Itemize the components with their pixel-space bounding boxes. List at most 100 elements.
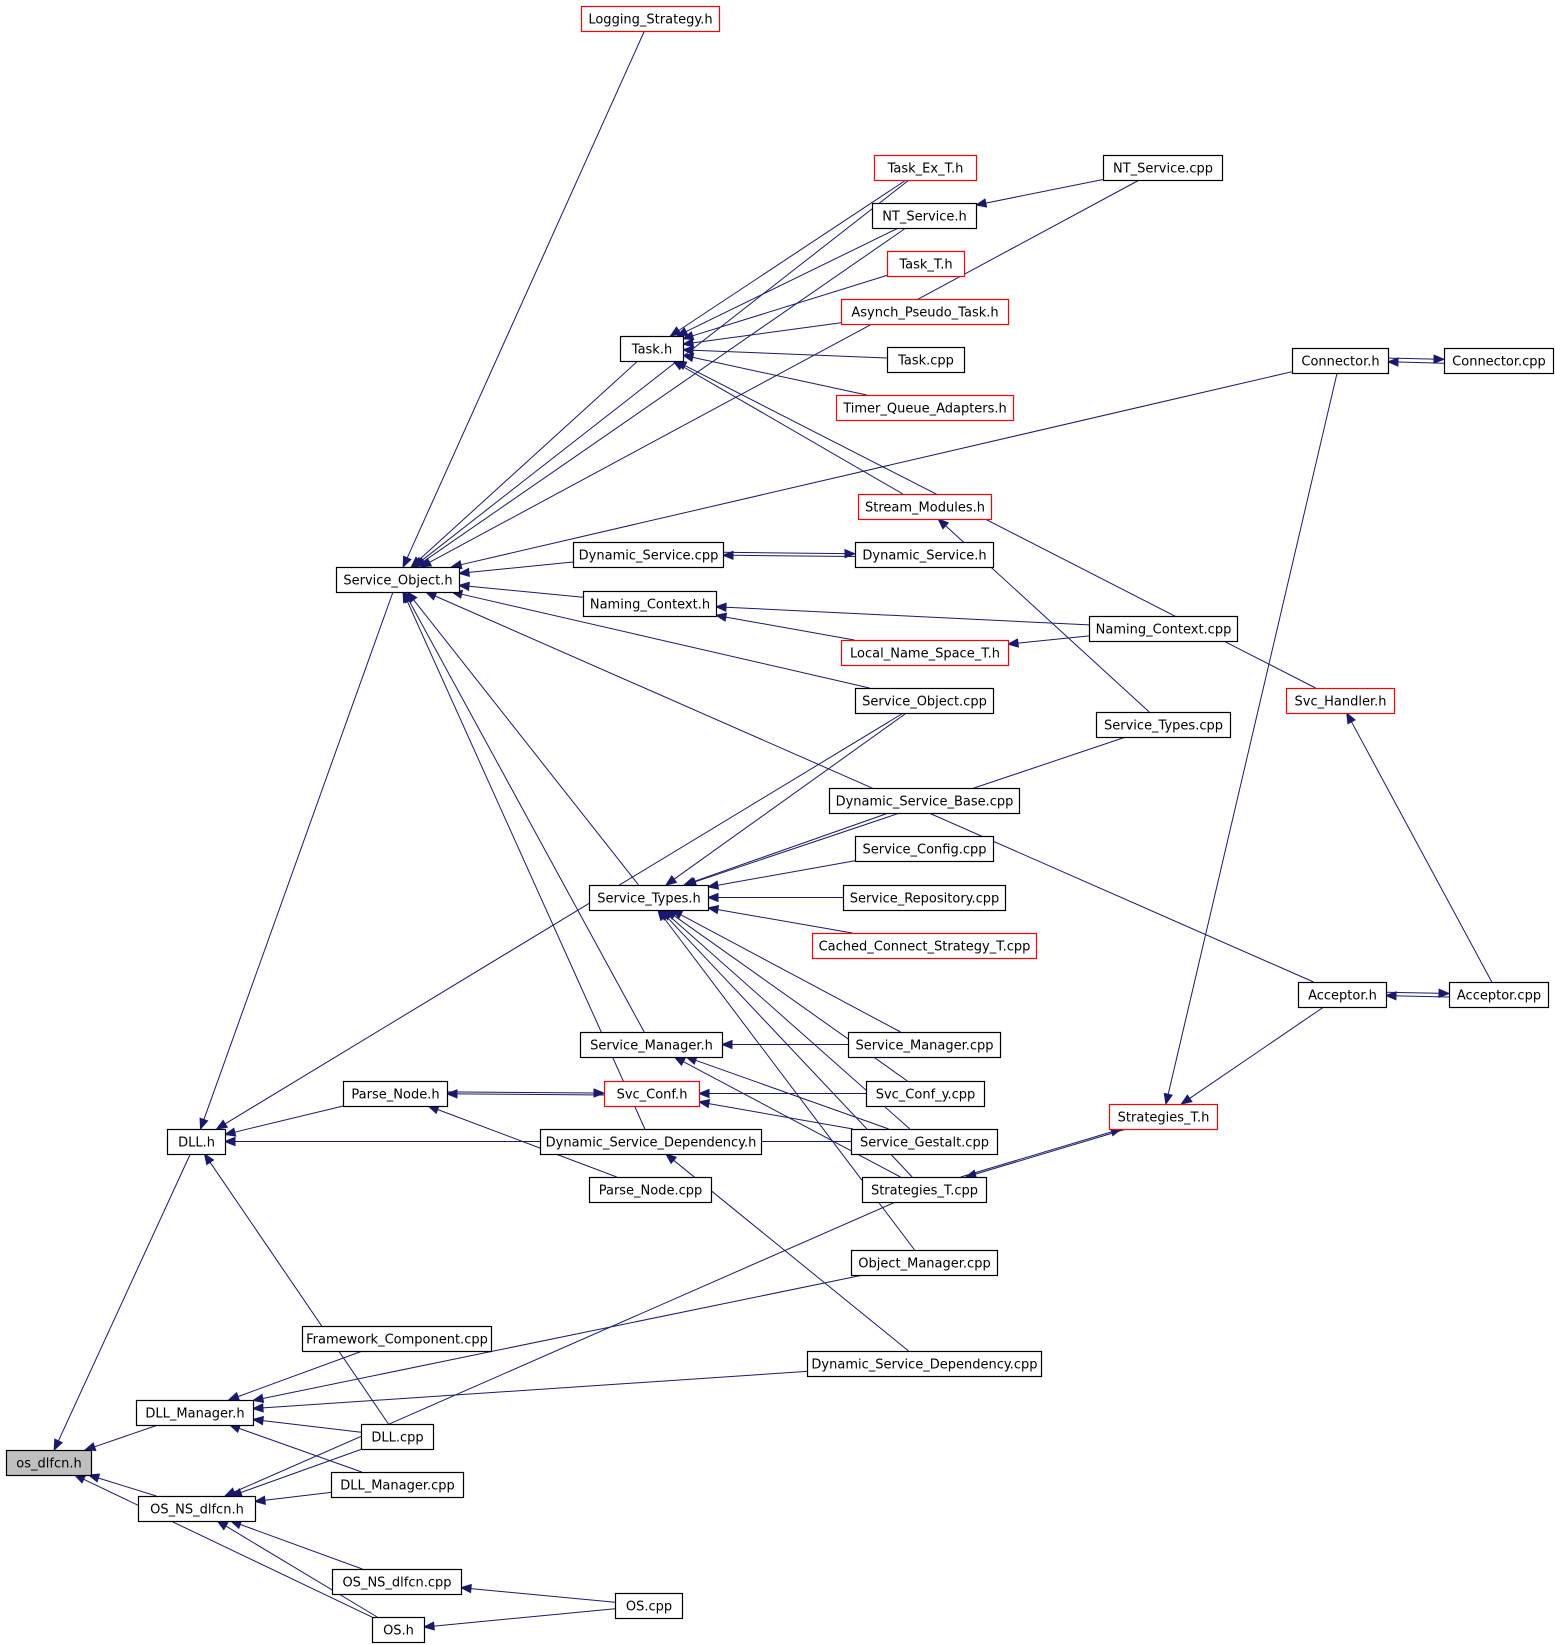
node-dll-cpp[interactable]: DLL.cpp	[360, 1423, 435, 1451]
arrowhead	[1438, 988, 1451, 999]
node-connector-cpp[interactable]: Connector.cpp	[1443, 347, 1555, 375]
node-service-manager-cpp[interactable]: Service_Manager.cpp	[847, 1031, 1002, 1059]
node-dynamic-service-dependency-cpp[interactable]: Dynamic_Service_Dependency.cpp	[806, 1350, 1043, 1378]
node-label: Service_Types.h	[597, 892, 701, 907]
arrowhead	[681, 345, 694, 355]
arrowhead	[251, 1393, 265, 1404]
node-label: Task.cpp	[897, 354, 954, 369]
node-label: Dynamic_Service_Dependency.cpp	[811, 1358, 1037, 1373]
node-dynamic-service-base-cpp[interactable]: Dynamic_Service_Base.cpp	[828, 787, 1021, 815]
node-service-manager-h[interactable]: Service_Manager.h	[579, 1031, 724, 1059]
edge-svc_conf_y_cpp-to-svc_conf_h	[697, 1088, 866, 1099]
node-service-config-cpp[interactable]: Service_Config.cpp	[854, 835, 995, 863]
node-parse-node-h[interactable]: Parse_Node.h	[342, 1080, 449, 1108]
node-object-manager-cpp[interactable]: Object_Manager.cpp	[850, 1249, 999, 1277]
node-framework-component-cpp[interactable]: Framework_Component.cpp	[301, 1325, 493, 1353]
edge-service_manager_cpp-to-service_manager_h	[720, 1039, 848, 1050]
node-box	[828, 787, 1021, 815]
node-strategies-t-cpp[interactable]: Strategies_T.cpp	[861, 1176, 988, 1204]
edge-line	[446, 1091, 595, 1094]
node-connector-h[interactable]: Connector.h	[1291, 347, 1390, 375]
node-svc-conf-y-cpp[interactable]: Svc_Conf_y.cpp	[865, 1080, 986, 1108]
node-box	[166, 1128, 227, 1156]
node-service-gestalt-cpp[interactable]: Service_Gestalt.cpp	[850, 1128, 999, 1156]
arrowhead	[706, 880, 720, 890]
arrowhead	[410, 556, 423, 568]
edge-service_gestalt_cpp-to-service_manager_h	[684, 1056, 889, 1130]
node-task-t-h[interactable]: Task_T.h	[886, 250, 966, 278]
node-label: Acceptor.cpp	[1457, 989, 1541, 1004]
node-label: Local_Name_Space_T.h	[850, 647, 1000, 662]
node-stream-modules-h[interactable]: Stream_Modules.h	[857, 493, 993, 521]
node-dynamic-service-cpp[interactable]: Dynamic_Service.cpp	[572, 541, 725, 569]
node-nt-service-cpp[interactable]: NT_Service.cpp	[1102, 154, 1224, 182]
arrowhead	[675, 327, 689, 337]
edge-service_object_cpp-to-service_types_h	[664, 712, 907, 886]
node-nt-service-h[interactable]: NT_Service.h	[871, 202, 978, 230]
node-task-ex-t-h[interactable]: Task_Ex_T.h	[873, 154, 978, 182]
edge-timer_queue_adapters_h-to-task_h	[681, 352, 867, 396]
edge-line	[683, 1061, 901, 1178]
arrowhead	[720, 1039, 733, 1050]
node-cached-connect-strategy-t-cpp[interactable]: Cached_Connect_Strategy_T.cpp	[811, 932, 1038, 960]
edge-service_manager_cpp-to-service_types_h	[670, 909, 901, 1033]
node-acceptor-h[interactable]: Acceptor.h	[1297, 981, 1388, 1009]
edge-line	[692, 274, 888, 337]
node-task-cpp[interactable]: Task.cpp	[886, 346, 966, 374]
edge-naming_context_cpp-to-naming_context_h	[714, 602, 1090, 626]
node-box	[1088, 615, 1239, 643]
edge-service_manager_h-to-service_object_h	[403, 590, 645, 1033]
node-box	[850, 1128, 999, 1156]
node-dll-manager-cpp[interactable]: DLL_Manager.cpp	[330, 1471, 465, 1499]
node-label: Svc_Conf_y.cpp	[876, 1088, 976, 1103]
edge-framework_component_cpp-to-dll_manager_h	[227, 1350, 363, 1401]
node-os-ns-dlfcn-h[interactable]: OS_NS_dlfcn.h	[137, 1495, 257, 1523]
arrowhead	[1163, 1092, 1173, 1106]
arrowhead	[215, 1119, 229, 1130]
node-service-types-cpp[interactable]: Service_Types.cpp	[1095, 711, 1232, 739]
node-dynamic-service-h[interactable]: Dynamic_Service.h	[854, 541, 995, 569]
node-label: OS_NS_dlfcn.cpp	[342, 1576, 451, 1591]
node-naming-context-cpp[interactable]: Naming_Context.cpp	[1088, 615, 1239, 643]
node-service-repository-cpp[interactable]: Service_Repository.cpp	[842, 884, 1007, 912]
node-strategies-t-h[interactable]: Strategies_T.h	[1108, 1103, 1219, 1131]
node-label: Parse_Node.cpp	[599, 1184, 703, 1199]
node-parse-node-cpp[interactable]: Parse_Node.cpp	[588, 1176, 713, 1204]
node-label: Task.h	[631, 343, 672, 358]
node-service-types-h[interactable]: Service_Types.h	[588, 884, 710, 912]
arrowhead	[697, 1088, 710, 1099]
edge-parse_node_h-to-dll_h	[223, 1105, 344, 1137]
node-os-h[interactable]: OS.h	[371, 1616, 426, 1644]
edge-line	[262, 1420, 362, 1433]
edge-line	[83, 1478, 373, 1618]
edge-line	[1017, 635, 1090, 644]
arrowhead	[657, 908, 669, 922]
edge-line	[418, 360, 639, 561]
node-svc-handler-h[interactable]: Svc_Handler.h	[1285, 687, 1396, 715]
edge-service_types_h-to-service_object_h	[406, 590, 639, 886]
node-label: Framework_Component.cpp	[306, 1333, 488, 1348]
node-acceptor-cpp[interactable]: Acceptor.cpp	[1448, 981, 1550, 1009]
node-label: Svc_Conf.h	[617, 1088, 688, 1103]
node-dll-h[interactable]: DLL.h	[166, 1128, 227, 1156]
node-service-object-h[interactable]: Service_Object.h	[335, 566, 461, 594]
node-service-object-cpp[interactable]: Service_Object.cpp	[854, 687, 995, 715]
node-asynch-pseudo-task-h[interactable]: Asynch_Pseudo_Task.h	[840, 298, 1010, 326]
edge-line	[262, 1370, 808, 1409]
node-logging-strategy-h[interactable]: Logging_Strategy.h	[580, 5, 721, 33]
node-os-cpp[interactable]: OS.cpp	[614, 1592, 684, 1620]
node-os-ns-dlfcn-cpp[interactable]: OS_NS_dlfcn.cpp	[331, 1568, 463, 1596]
node-task-h[interactable]: Task.h	[619, 335, 685, 363]
node-svc-conf-h[interactable]: Svc_Conf.h	[603, 1080, 701, 1108]
node-local-name-space-t-h[interactable]: Local_Name_Space_T.h	[840, 639, 1010, 667]
node-naming-context-h[interactable]: Naming_Context.h	[582, 590, 718, 618]
node-box	[854, 835, 995, 863]
node-dll-manager-h[interactable]: DLL_Manager.h	[135, 1399, 255, 1427]
edge-dll_cpp-to-dll_manager_h	[251, 1415, 362, 1433]
node-label: Service_Object.cpp	[862, 695, 987, 710]
node-box	[865, 1080, 986, 1108]
arrowhead	[251, 1403, 264, 1413]
node-label: Parse_Node.h	[351, 1088, 439, 1103]
node-dynamic-service-dependency-h[interactable]: Dynamic_Service_Dependency.h	[539, 1128, 763, 1156]
node-timer-queue-adapters-h[interactable]: Timer_Queue_Adapters.h	[835, 394, 1015, 422]
